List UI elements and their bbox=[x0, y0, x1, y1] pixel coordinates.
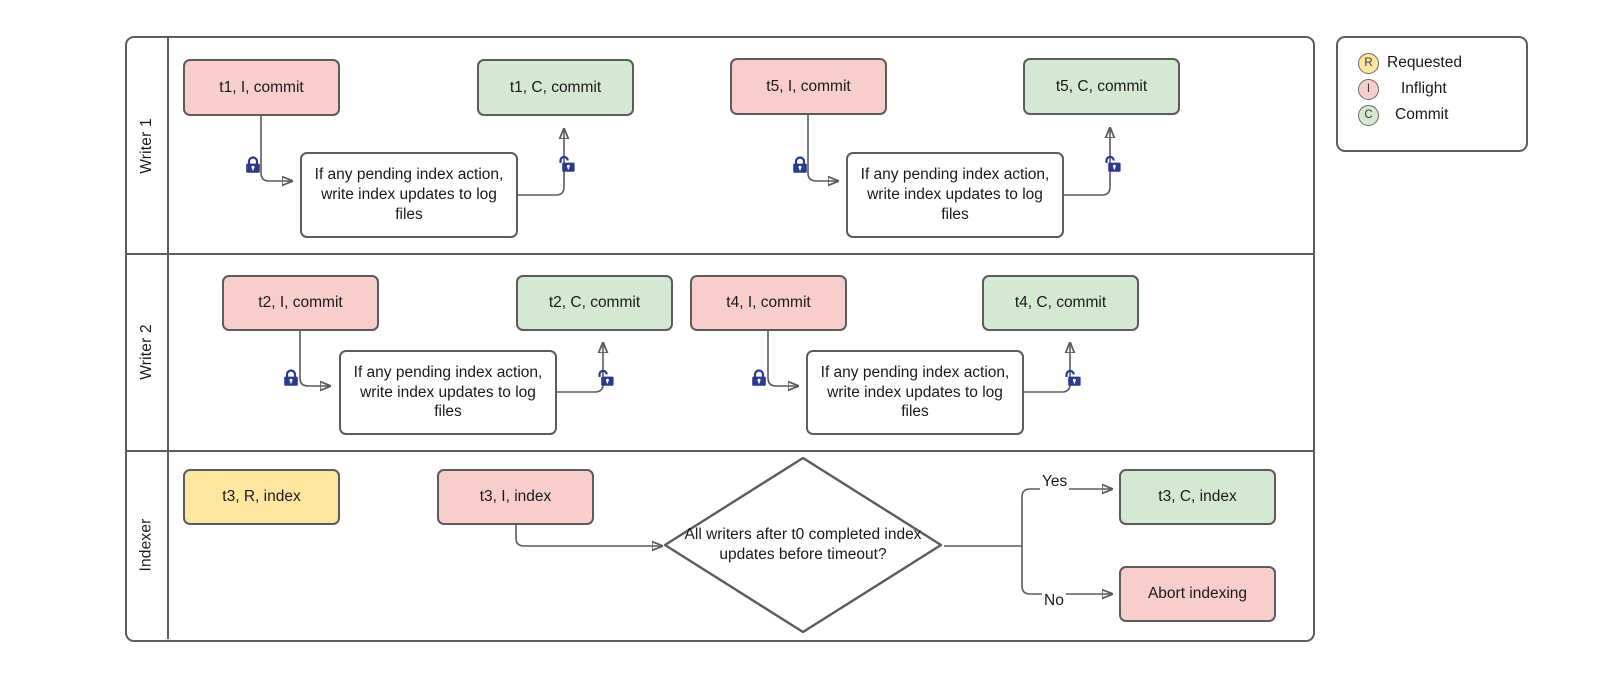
node-t3-inflight[interactable]: t3, I, index bbox=[437, 469, 594, 525]
node-abort-indexing[interactable]: Abort indexing bbox=[1119, 566, 1276, 622]
lock-open-icon bbox=[1062, 368, 1082, 388]
node-t5-inflight[interactable]: t5, I, commit bbox=[730, 58, 887, 115]
lock-closed-icon bbox=[790, 155, 810, 175]
node-t4-commit[interactable]: t4, C, commit bbox=[982, 275, 1139, 331]
lock-closed-icon bbox=[281, 368, 301, 388]
lock-closed-icon bbox=[243, 155, 263, 175]
legend-item-commit: C Commit bbox=[1358, 102, 1526, 128]
lock-open-icon bbox=[556, 154, 576, 174]
node-t5-commit[interactable]: t5, C, commit bbox=[1023, 58, 1180, 115]
legend-panel: R Requested I Inflight C Commit bbox=[1336, 36, 1528, 152]
legend-item-inflight: I Inflight bbox=[1358, 76, 1526, 102]
badge-requested-icon: R bbox=[1358, 52, 1379, 74]
node-writer2-process-1[interactable]: If any pending index action, write index… bbox=[339, 350, 557, 435]
node-t1-commit[interactable]: t1, C, commit bbox=[477, 59, 634, 116]
node-writer1-process-1[interactable]: If any pending index action, write index… bbox=[300, 152, 518, 238]
node-writer2-process-2[interactable]: If any pending index action, write index… bbox=[806, 350, 1024, 435]
lane-header-writer-2[interactable]: Writer 2 bbox=[127, 253, 169, 450]
edge-label-no: No bbox=[1042, 592, 1066, 610]
badge-inflight-icon: I bbox=[1358, 78, 1379, 100]
lane-header-indexer[interactable]: Indexer bbox=[127, 450, 169, 639]
lane-divider-1 bbox=[127, 253, 1313, 255]
lock-closed-icon bbox=[749, 368, 769, 388]
node-t3-commit[interactable]: t3, C, index bbox=[1119, 469, 1276, 525]
lane-divider-2 bbox=[127, 450, 1313, 452]
lane-label-writer-1: Writer 1 bbox=[138, 117, 156, 174]
lock-open-icon bbox=[1102, 154, 1122, 174]
node-t4-inflight[interactable]: t4, I, commit bbox=[690, 275, 847, 331]
lane-label-writer-2: Writer 2 bbox=[138, 323, 156, 380]
lock-open-icon bbox=[595, 368, 615, 388]
legend-label-inflight: Inflight bbox=[1401, 80, 1447, 97]
lane-label-indexer: Indexer bbox=[138, 517, 156, 572]
legend-label-requested: Requested bbox=[1387, 54, 1462, 71]
node-t2-inflight[interactable]: t2, I, commit bbox=[222, 275, 379, 331]
legend-item-requested: R Requested bbox=[1358, 50, 1526, 76]
edge-label-yes: Yes bbox=[1040, 473, 1070, 491]
node-t3-requested[interactable]: t3, R, index bbox=[183, 469, 340, 525]
node-t2-commit[interactable]: t2, C, commit bbox=[516, 275, 673, 331]
lane-header-writer-1[interactable]: Writer 1 bbox=[127, 38, 169, 253]
node-t1-inflight[interactable]: t1, I, commit bbox=[183, 59, 340, 116]
node-writer1-process-2[interactable]: If any pending index action, write index… bbox=[846, 152, 1064, 238]
badge-commit-icon: C bbox=[1358, 104, 1379, 126]
legend-label-commit: Commit bbox=[1395, 106, 1449, 123]
decision-diamond[interactable]: All writers after t0 completed index upd… bbox=[662, 455, 944, 635]
